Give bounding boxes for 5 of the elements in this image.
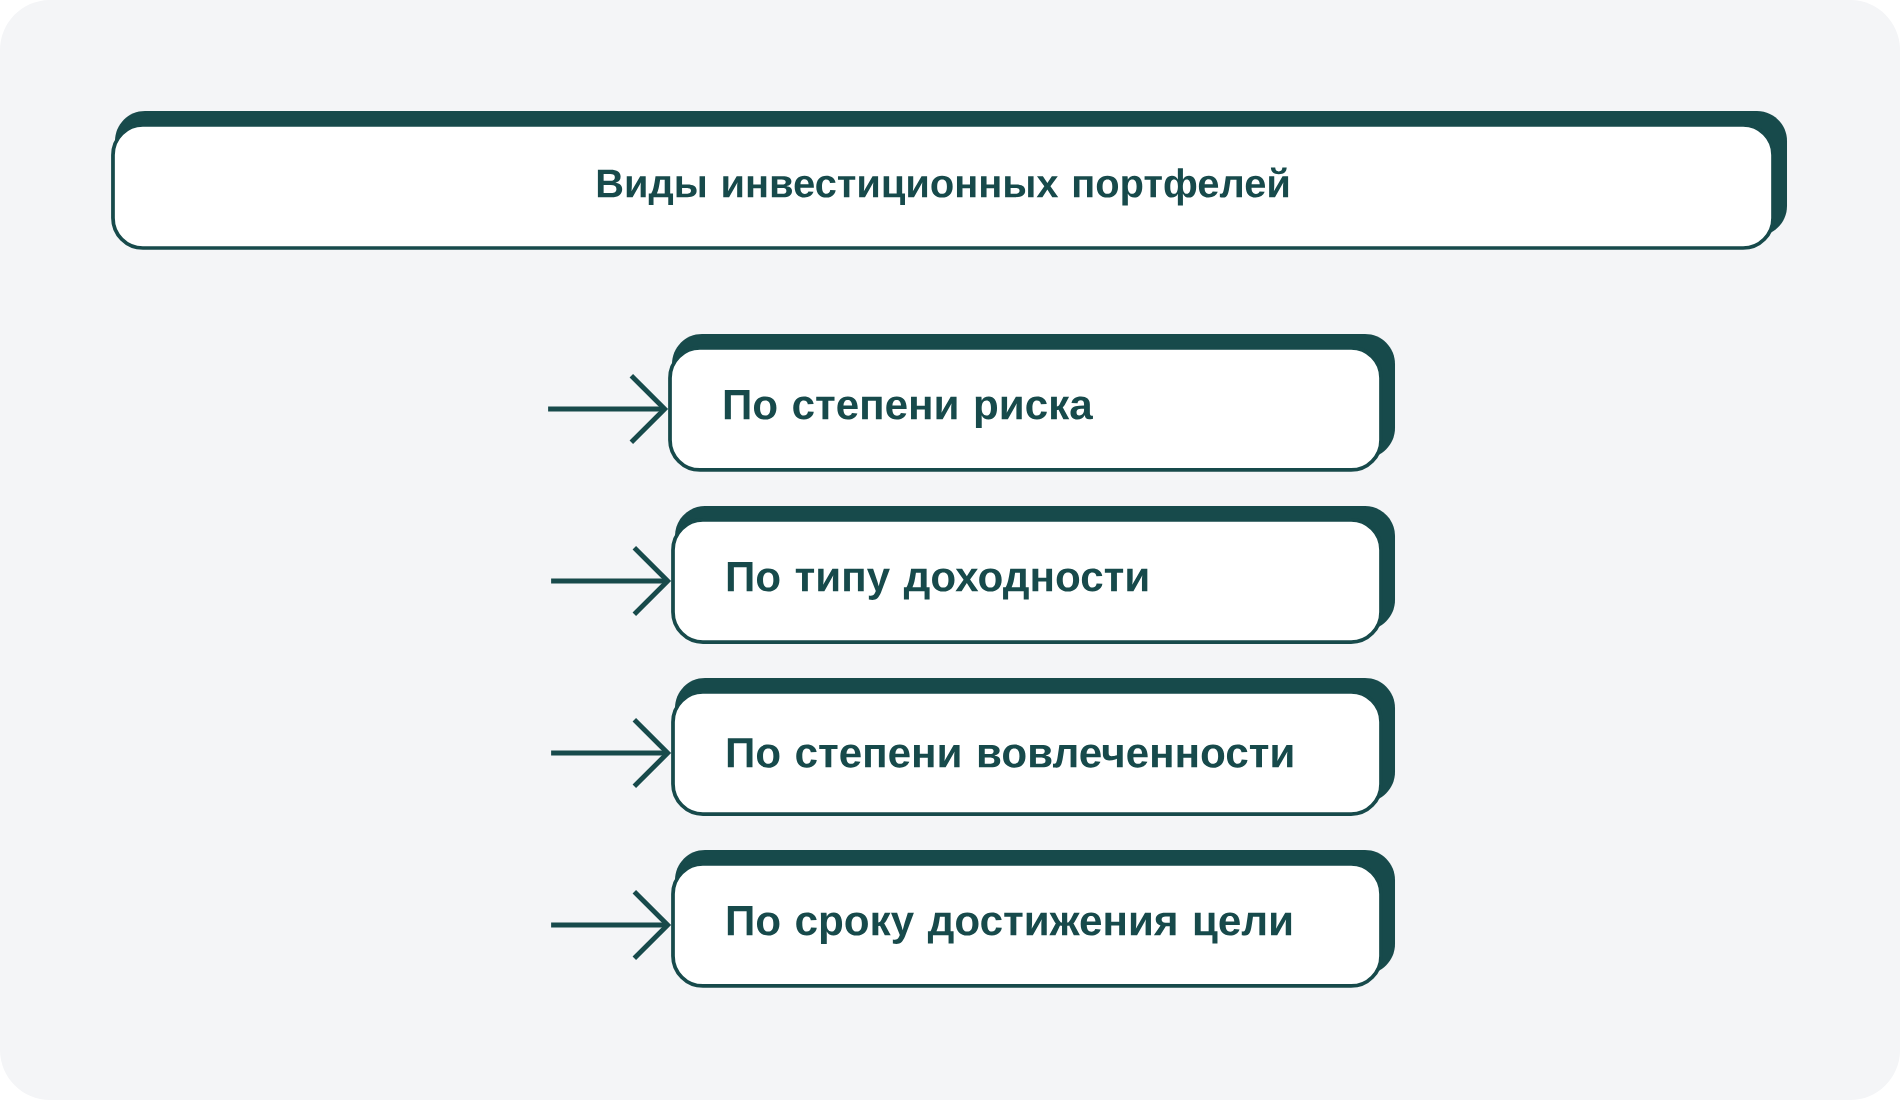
category-box: По сроку достижения цели	[671, 850, 1395, 988]
category-box: По типу доходности	[671, 506, 1395, 644]
category-box: По степени риска	[668, 334, 1395, 472]
title-box: Виды инвестиционных портфелей	[111, 111, 1787, 250]
category-box: По степени вовлеченности	[671, 678, 1395, 816]
